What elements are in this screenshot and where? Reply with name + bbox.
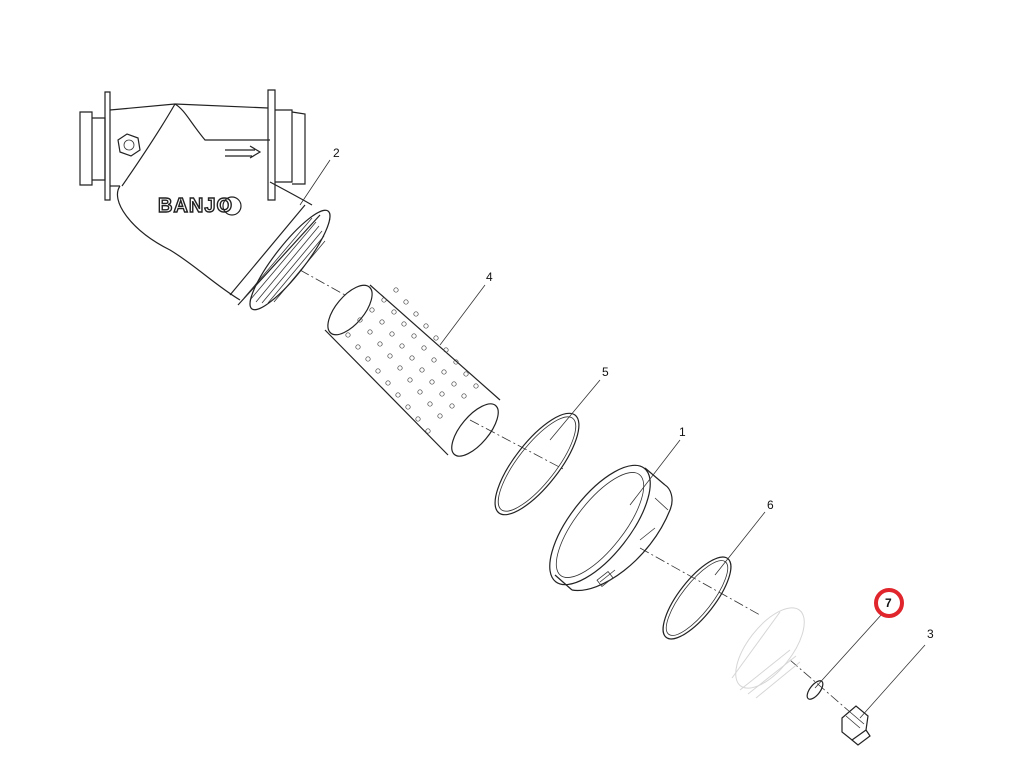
strainer-housing: BANJO xyxy=(79,89,331,311)
small-o-ring xyxy=(662,556,732,640)
ghosted-drain-plug xyxy=(731,607,805,699)
callout-7: 7 xyxy=(874,588,904,618)
brand-logo: BANJO xyxy=(158,195,233,217)
callout-3: 3 xyxy=(927,627,934,641)
callout-6: 6 xyxy=(767,498,774,512)
callout-1-label: 1 xyxy=(679,425,686,439)
callout-5: 5 xyxy=(602,365,609,379)
callout-7-highlight-ring xyxy=(874,588,904,618)
callout-1: 1 xyxy=(679,425,686,439)
callout-5-label: 5 xyxy=(602,365,609,379)
callout-2-label: 2 xyxy=(333,146,340,160)
callout-3-label: 3 xyxy=(927,627,934,641)
callout-4: 4 xyxy=(486,270,493,284)
callout-2: 2 xyxy=(333,146,340,160)
collar-nut xyxy=(549,464,673,592)
assembly-axis xyxy=(299,269,851,713)
large-o-ring xyxy=(494,412,580,516)
callout-4-label: 4 xyxy=(486,270,493,284)
screen-perforations xyxy=(345,287,479,434)
small-washer xyxy=(806,680,824,700)
drain-plug xyxy=(841,705,871,746)
callout-leaders xyxy=(299,159,926,719)
callout-7-label: 7 xyxy=(885,596,892,610)
strainer-screen xyxy=(324,284,501,457)
callout-6-label: 6 xyxy=(767,498,774,512)
